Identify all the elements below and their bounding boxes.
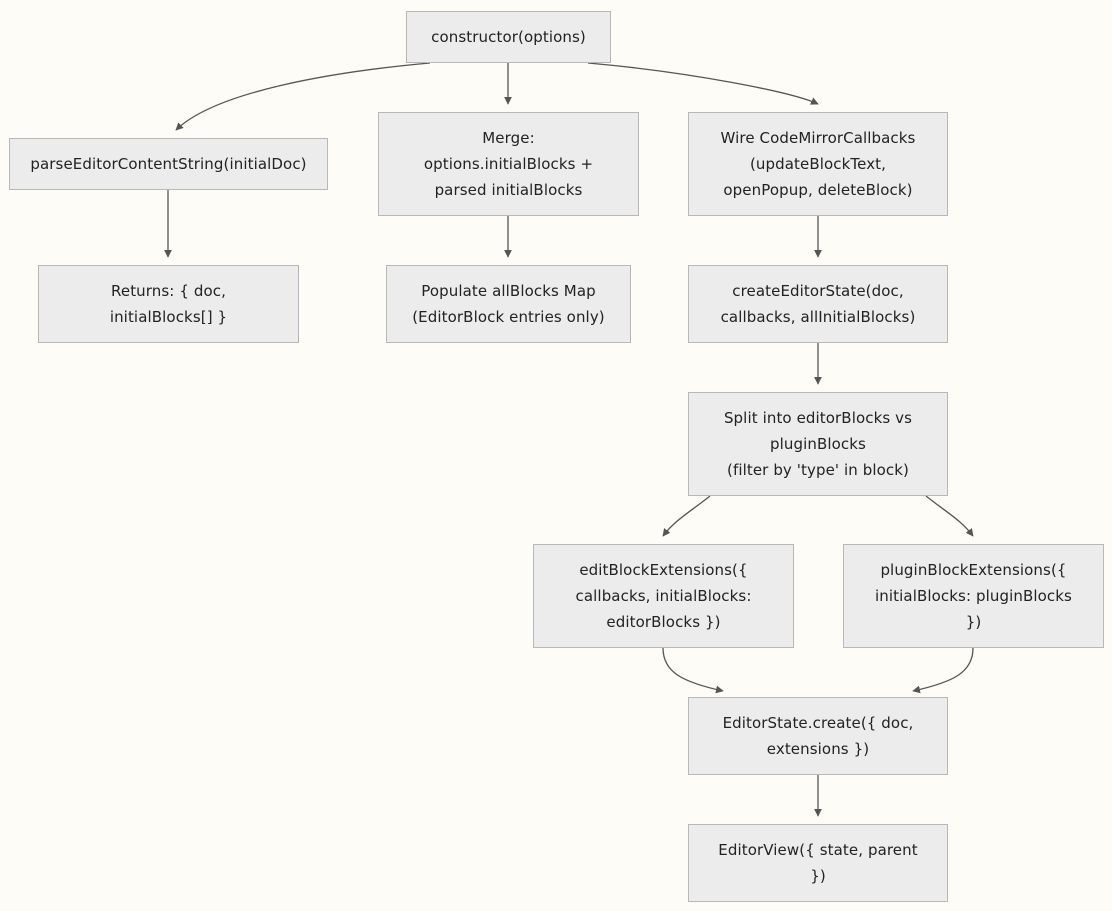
- edge-split-to-plugin-block-ext: [925, 495, 974, 537]
- node-parse-editor-content-string[interactable]: parseEditorContentString(initialDoc): [9, 138, 328, 190]
- node-editor-state-create[interactable]: EditorState.create({ doc, extensions }): [688, 697, 948, 775]
- edge-constructor-to-wire-callbacks: [587, 62, 819, 105]
- node-edit-block-extensions[interactable]: editBlockExtensions({ callbacks, initial…: [533, 544, 794, 648]
- node-editor-view[interactable]: EditorView({ state, parent }): [688, 824, 948, 902]
- node-returns-doc-initial-blocks[interactable]: Returns: { doc, initialBlocks[] }: [38, 265, 299, 343]
- edge-edit-block-ext-to-editor-state-create: [662, 647, 724, 694]
- edge-plugin-block-ext-to-editor-state-create: [912, 647, 974, 694]
- node-populate-all-blocks-map[interactable]: Populate allBlocks Map (EditorBlock entr…: [386, 265, 631, 343]
- node-constructor[interactable]: constructor(options): [406, 11, 611, 63]
- edge-split-to-edit-block-ext: [662, 495, 711, 537]
- node-plugin-block-extensions[interactable]: pluginBlockExtensions({ initialBlocks: p…: [843, 544, 1104, 648]
- node-create-editor-state[interactable]: createEditorState(doc, callbacks, allIni…: [688, 265, 948, 343]
- node-split-editor-plugin-blocks[interactable]: Split into editorBlocks vs pluginBlocks …: [688, 392, 948, 496]
- node-merge-initial-blocks[interactable]: Merge: options.initialBlocks + parsed in…: [378, 112, 639, 216]
- node-wire-codemirror-callbacks[interactable]: Wire CodeMirrorCallbacks (updateBlockTex…: [688, 112, 948, 216]
